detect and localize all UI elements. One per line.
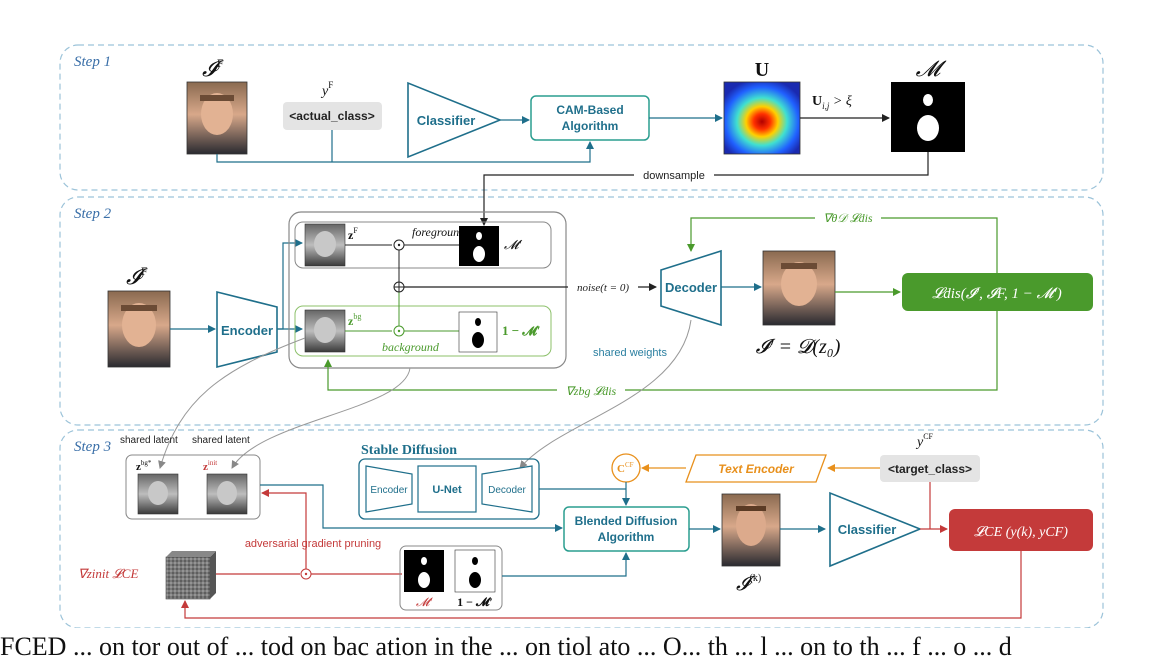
shared-latent-curve-1 — [158, 337, 306, 469]
text-encoder-box — [685, 454, 827, 483]
step1-classifier-shape — [407, 81, 503, 159]
latent-to-bd — [260, 484, 563, 532]
sd-title: Stable Diffusion — [361, 443, 457, 458]
zbg-latent-face — [304, 309, 346, 353]
downsample-label: downsample — [643, 170, 705, 182]
step3-output-label: 𝓘(k) — [736, 573, 761, 595]
pruning-label: adversarial gradient pruning — [245, 538, 381, 550]
mask-to-bd — [502, 552, 630, 577]
shared-weights-curve — [519, 319, 692, 469]
latent-container — [288, 211, 567, 369]
pruning-to-zinit — [261, 489, 307, 569]
ce-loss-label: 𝓛CE (y(k), yCF) — [974, 525, 1068, 540]
step3-mask-box — [399, 545, 503, 611]
ce-loss-box — [949, 509, 1093, 551]
step1-label: Step 1 — [74, 54, 111, 70]
fg-mask-label: 𝓜′ — [504, 237, 523, 252]
step3-mask-m-label: 𝓜′ — [416, 595, 433, 609]
step3-mask-1m — [454, 549, 496, 593]
zbg-star-face — [137, 473, 179, 515]
foreground-label: foreground — [412, 225, 466, 239]
mask-m-label: 𝓜 — [916, 56, 947, 81]
step2-encoder-shape — [216, 290, 278, 369]
zbg-label: zbg — [348, 312, 361, 328]
bg-mask-label: 1 − 𝓜′ — [502, 323, 541, 338]
shared-latent-curve-2 — [231, 367, 411, 469]
sd-decoder-shape — [481, 465, 533, 513]
background-row — [294, 305, 552, 357]
sd-encoder-label: Encoder — [370, 485, 408, 496]
step3-panel — [59, 429, 1104, 628]
step3-latent-box — [125, 454, 261, 520]
sd-decoder-label: Decoder — [488, 485, 526, 496]
cam-line2: Algorithm — [562, 119, 619, 133]
ce-grad-loop — [181, 551, 1022, 619]
cam-line1: CAM-Based — [556, 103, 623, 117]
grad-zinit-label: ∇zinit 𝓛CE — [78, 566, 138, 581]
step2-output-face — [762, 250, 836, 326]
grad-theta-label: ∇θ𝒟 𝓛dis — [823, 211, 873, 225]
step2-panel — [59, 196, 1104, 426]
sd-unet-box — [417, 465, 477, 513]
text-encoder-label: Text Encoder — [718, 462, 795, 476]
shared-weights-label: shared weights — [593, 347, 667, 359]
step3-classifier-shape — [829, 491, 923, 568]
target-class-box — [880, 455, 980, 482]
pipeline-diagram: Step 1 Step 2 Step 3 𝓘F yF <actual_class… — [59, 44, 1104, 628]
step2-image-label: 𝓘F — [126, 264, 148, 289]
dis-loss-label: 𝓛dis(𝓘′, 𝓘F, 1 − 𝓜′) — [932, 286, 1061, 302]
figure-caption: FCED ... on tor out of ... tod on bac at… — [0, 632, 1012, 661]
zinit-face — [206, 473, 248, 515]
fg-mask — [459, 226, 499, 266]
zinit-label: zinit — [203, 459, 217, 473]
ycf-label: yCF — [915, 432, 934, 450]
step3-mask-m — [404, 550, 444, 592]
step3-mask-1m-label: 1 − 𝓜′ — [457, 595, 493, 609]
face-to-cam-connector — [216, 141, 594, 163]
dis-loss-box — [902, 273, 1093, 311]
step2-output-eq: 𝓘′ = 𝓓(z₀) — [756, 336, 841, 358]
bd-line1: Blended Diffusion — [575, 514, 678, 528]
bg-mask — [458, 311, 498, 353]
heatmap-u — [723, 81, 801, 155]
step1-mask — [891, 82, 965, 152]
grad-theta-loop — [687, 217, 998, 273]
step1-classifier-label: Classifier — [417, 113, 476, 128]
step3-output-face — [721, 493, 781, 567]
step2-label: Step 2 — [74, 206, 112, 222]
step2-decoder-label: Decoder — [665, 280, 717, 295]
foreground-row — [294, 221, 552, 269]
shared-latent-label-1: shared latent — [120, 435, 178, 446]
grad-zbg-label: ∇zbg 𝓛dis — [566, 384, 617, 398]
step2-decoder-shape — [660, 249, 722, 327]
step2-encoder-label: Encoder — [221, 323, 273, 338]
step1-image-label: 𝓘F — [202, 56, 224, 81]
step2-input-face — [107, 290, 171, 368]
actual-class-box — [283, 102, 382, 130]
actual-class-text: <actual_class> — [289, 109, 374, 123]
step3-classifier-label: Classifier — [838, 522, 897, 537]
grad-zbg-loop — [324, 311, 998, 391]
background-label: background — [382, 340, 440, 354]
zf-label: zF — [348, 226, 358, 242]
target-class-text: <target_class> — [888, 462, 972, 476]
step1-panel — [59, 44, 1104, 191]
ccf-label: CCF — [617, 461, 634, 475]
yf-label: yF — [320, 80, 333, 99]
noise-gradient-tile — [165, 551, 216, 600]
sd-encoder-shape — [365, 465, 413, 513]
step1-input-face — [186, 81, 248, 155]
sd-unet-label: U-Net — [432, 484, 462, 496]
threshold-label: Ui,j > ξ — [812, 94, 852, 111]
zbg-star-label: zbg* — [136, 459, 152, 473]
bd-line2: Algorithm — [598, 530, 655, 544]
u-label: U — [755, 59, 769, 81]
noise-label: noise(t = 0) — [577, 282, 629, 294]
step3-label: Step 3 — [74, 439, 111, 455]
zf-latent-face — [304, 223, 346, 267]
shared-latent-label-2: shared latent — [192, 435, 250, 446]
